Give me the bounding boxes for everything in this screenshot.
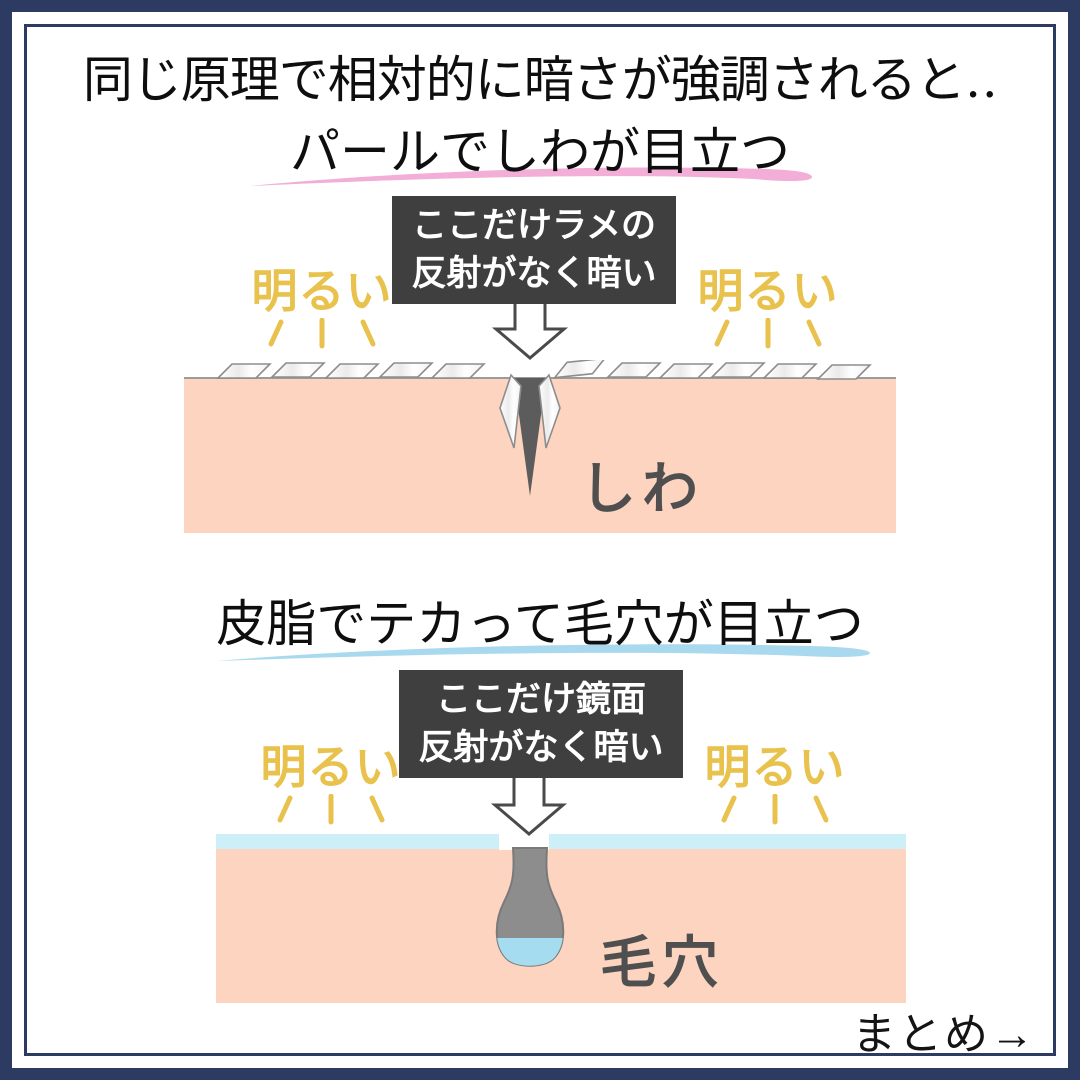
callout-line-1: ここだけ鏡面 — [435, 679, 646, 720]
bright-text: 明るい — [704, 740, 846, 794]
bright-label-left: 明るい — [256, 744, 406, 826]
fallen-flake-right — [538, 373, 561, 449]
bright-text: 明るい — [697, 264, 839, 318]
wrinkle-crevice — [514, 378, 546, 496]
pink-underline-swoosh-icon — [250, 167, 812, 186]
down-arrow-icon — [491, 297, 569, 360]
callout-line-1: ここだけラメの — [412, 205, 656, 246]
sebum-film — [216, 834, 906, 849]
pore-label: 毛穴 — [600, 931, 724, 996]
callout-line-2: 反射がなく暗い — [411, 254, 657, 294]
callout-dark-box-lame: ここだけラメの 反射がなく暗い — [392, 196, 676, 304]
sebum-film-gap — [499, 834, 549, 850]
pore-skin-diagram — [216, 834, 906, 1003]
bright-text: 明るい — [251, 264, 393, 318]
down-arrow-icon — [490, 773, 568, 836]
bright-label-right: 明るい — [693, 268, 843, 350]
bright-label-right: 明るい — [700, 744, 850, 826]
section-heading-pearl: パールでしわが目立つ — [290, 124, 790, 180]
fallen-flake-left — [499, 373, 522, 449]
page-title: 同じ原理で相対的に暗さが強調されると‥ — [82, 52, 998, 108]
light-rays-icon — [277, 794, 385, 825]
light-rays-icon — [714, 318, 822, 349]
callout-dark-box-mirror: ここだけ鏡面 反射がなく暗い — [399, 670, 683, 778]
lame-flakes-row — [217, 360, 871, 380]
section-heading-sebum: 皮脂でテカって毛穴が目立つ — [216, 596, 864, 652]
light-rays-icon — [721, 794, 829, 825]
wrinkle-label: しわ — [580, 457, 704, 522]
blue-underline-swoosh-icon — [216, 644, 870, 661]
footer-note: まとめ→ — [852, 1010, 1036, 1059]
bright-text: 明るい — [260, 740, 402, 794]
wrinkle-skin-diagram — [184, 360, 896, 533]
bright-label-left: 明るい — [247, 268, 397, 350]
callout-line-2: 反射がなく暗い — [418, 728, 664, 768]
light-rays-icon — [268, 318, 376, 349]
